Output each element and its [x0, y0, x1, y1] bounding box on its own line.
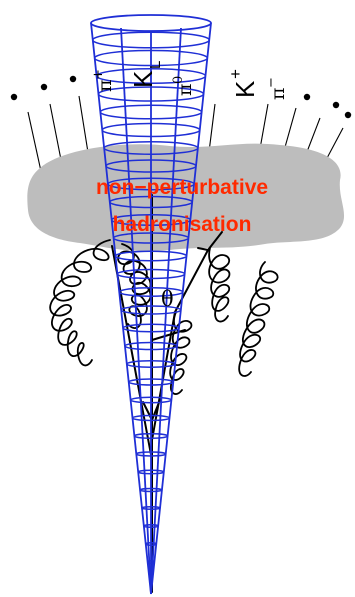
svg-text:L: L: [147, 61, 164, 69]
label-pi-minus: π −: [264, 77, 289, 100]
svg-text:−: −: [264, 77, 279, 88]
svg-text:0: 0: [171, 76, 186, 84]
svg-text:K: K: [230, 80, 260, 98]
label-pi-zero: π 0: [171, 76, 196, 96]
hadronisation-line-1: non−perturbative: [96, 176, 268, 199]
svg-text:+: +: [226, 69, 245, 79]
label-k-plus: K +: [226, 69, 260, 98]
parton-branches: [112, 195, 222, 592]
svg-text:+: +: [91, 69, 106, 80]
angle-theta-label: θ: [161, 287, 174, 311]
hadronisation-line-2: hadronisation: [113, 213, 252, 236]
svg-text:K: K: [128, 70, 158, 88]
svg-text:π: π: [94, 80, 116, 93]
svg-text:π: π: [267, 88, 289, 101]
label-pi-plus: π +: [91, 69, 116, 92]
svg-text:π: π: [174, 84, 196, 97]
